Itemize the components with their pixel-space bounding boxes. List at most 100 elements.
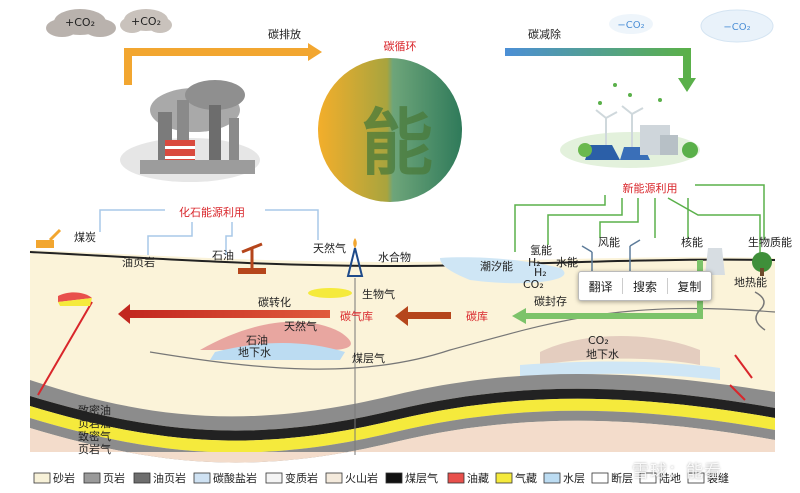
wind-turbines-icon [581, 239, 641, 272]
menu-separator [666, 278, 668, 294]
emission-arrowhead [308, 43, 322, 61]
menu-separator [622, 278, 624, 294]
cloud4-label: −CO₂ [723, 22, 750, 33]
co2-underground-label: CO₂ [588, 334, 609, 347]
legend-label: 断层 [611, 471, 633, 485]
legend-label: 火山岩 [345, 471, 378, 485]
legend-swatch [133, 472, 151, 484]
excavator-icon [36, 228, 62, 248]
removal-label: 碳减除 [528, 27, 561, 41]
legend-swatch [495, 472, 513, 484]
legend-swatch [193, 472, 211, 484]
biogas-label: 生物气 [362, 287, 395, 301]
h2-label-2: H₂ [534, 266, 547, 279]
gas-reservoir-label: 碳气库 [340, 309, 373, 323]
legend-label: 砂岩 [53, 471, 75, 485]
legend-label: 页岩 [103, 471, 125, 485]
cloud3-label: −CO₂ [617, 20, 644, 31]
context-menu-popup: 翻译 搜索 复制 [578, 271, 712, 301]
hydrate-label: 水合物 [378, 250, 411, 264]
translate-menu-item[interactable]: 翻译 [588, 279, 613, 294]
legend-swatch [265, 472, 283, 484]
legend-swatch [591, 472, 609, 484]
nuclear-plant-icon [705, 248, 725, 275]
legend-swatch [543, 472, 561, 484]
green-energy-illustration [560, 83, 700, 168]
cloud-minus-co2-2: −CO₂ [700, 9, 774, 43]
co2-storage-top-label: CO₂ [523, 278, 544, 291]
removal-arrowhead [678, 78, 696, 92]
geothermal-label: 地热能 [734, 275, 767, 289]
legend-swatch [325, 472, 343, 484]
legend-label: 陆地 [659, 471, 681, 485]
legend-label: 裂缝 [707, 471, 729, 485]
legend-swatch [33, 472, 51, 484]
cloud2-label: +CO₂ [131, 15, 161, 28]
carbonization-arrowhead [118, 304, 130, 324]
legend-label: 煤层气 [405, 471, 438, 485]
carbon-storage-label: 碳封存 [534, 294, 567, 308]
legend: 砂岩页岩油页岩碳酸盐岩变质岩火山岩煤层气油藏气藏水层断层陆地裂缝 [33, 471, 729, 485]
cloud1-label: +CO₂ [65, 16, 95, 29]
legend-label: 水层 [563, 472, 585, 485]
emission-arrow [124, 48, 310, 85]
new-energy-feed-lines [514, 184, 765, 285]
removal-arrow [505, 48, 691, 80]
carbonization-arrow [126, 310, 330, 318]
wind-label: 风能 [598, 235, 620, 249]
tree-icon [752, 252, 772, 276]
pumpjack-icon [238, 242, 266, 274]
reservoir-arrowhead [395, 306, 408, 326]
energy-sphere [318, 58, 462, 202]
water-energy-label: 水能 [556, 255, 578, 269]
emission-label: 碳排放 [268, 27, 301, 41]
groundwater-left-label: 地下水 [238, 346, 271, 359]
copy-menu-item[interactable]: 复制 [677, 279, 702, 294]
cloud-plus-co2-1: +CO₂ [46, 9, 116, 37]
shale-gas-label: 页岩气 [78, 442, 111, 456]
legend-swatch [639, 472, 657, 484]
legend-swatch [447, 472, 465, 484]
natural-gas-label: 天然气 [313, 241, 346, 255]
legend-swatch [83, 472, 101, 484]
carbon-reservoir-label: 碳库 [466, 309, 488, 323]
legend-swatch [385, 472, 403, 484]
biomass-label: 生物质能 [748, 235, 792, 249]
factory-illustration [120, 80, 260, 182]
geothermal-flow [754, 291, 766, 331]
groundwater-right-label: 地下水 [586, 348, 619, 361]
nuclear-label: 核能 [681, 235, 703, 249]
fossil-use-label: 化石能源利用 [179, 205, 245, 219]
hydrogen-label: 氢能 [530, 243, 552, 257]
coalbed-gas-label: 煤层气 [352, 351, 385, 365]
cloud-minus-co2-1: −CO₂ [609, 14, 653, 34]
gas-rig-icon [346, 238, 364, 277]
coal-label: 煤炭 [74, 231, 96, 244]
h2-label-1: H₂ [528, 256, 541, 269]
oil-underground-label: 石油 [246, 333, 268, 347]
tight-gas-label: 致密气 [78, 429, 111, 443]
shale-oil-label: 页岩油 [78, 416, 111, 430]
tidal-label: 潮汐能 [480, 259, 513, 273]
search-menu-item[interactable]: 搜索 [632, 279, 657, 294]
watermark: 雪球：能看 [632, 462, 722, 482]
cycle-label: 碳循环 [384, 39, 417, 53]
legend-swatch [687, 472, 705, 484]
storage-arrowhead [512, 308, 526, 324]
legend-label: 变质岩 [285, 471, 318, 485]
new-energy-use-label: 新能源利用 [623, 181, 678, 195]
oil-label: 石油 [212, 248, 234, 262]
fossil-feed-lines [99, 209, 319, 255]
legend-label: 油藏 [467, 471, 489, 485]
reservoir-arrow [405, 312, 451, 319]
natural-gas-underground-label: 天然气 [284, 319, 317, 333]
energy-char: 能 [361, 101, 433, 185]
tight-oil-label: 致密油 [78, 403, 111, 417]
carbonization-label: 碳转化 [258, 295, 291, 309]
legend-label: 气藏 [515, 471, 537, 485]
legend-label: 油页岩 [153, 471, 186, 485]
shale-rock-label: 油页岩 [122, 255, 155, 269]
cloud-plus-co2-2: +CO₂ [120, 9, 172, 33]
